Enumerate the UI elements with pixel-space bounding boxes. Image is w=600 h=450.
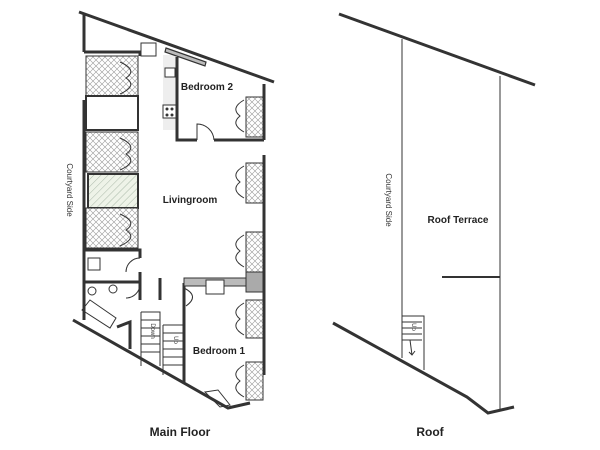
room-label-livingroom: Livingroom <box>163 195 218 206</box>
roof-stairs-up-label: Up <box>410 323 416 331</box>
kitchen <box>162 55 177 130</box>
roof-wall-bottom <box>332 321 515 415</box>
right-closets <box>235 96 264 401</box>
main-floor-plan: Down Up Bedroom 2 Livingroom Bedroom 1 C… <box>65 10 275 439</box>
sink-icon <box>164 67 176 78</box>
stairs-up-label: Up <box>172 336 178 344</box>
courtyard-side-label: Courtyard Side <box>65 163 74 217</box>
roof-plan: Up Courtyard Side Roof Terrace Roof <box>332 12 536 439</box>
bedroom1-walls <box>182 280 246 382</box>
stove-icon <box>162 104 177 119</box>
main-floor-caption: Main Floor <box>150 425 211 439</box>
window <box>164 47 207 67</box>
room-label-bedroom1: Bedroom 1 <box>193 346 246 357</box>
stairs: Down Up <box>140 278 185 383</box>
roof-courtyard-side-label: Courtyard Side <box>384 173 393 227</box>
stairs-down-label: Down <box>149 323 155 338</box>
sink-icon <box>108 284 118 294</box>
roof-wall-top <box>338 12 536 87</box>
roof-terrace-label: Roof Terrace <box>428 215 489 226</box>
toilet-icon <box>87 286 97 296</box>
roof-caption: Roof <box>416 425 444 439</box>
bathroom <box>81 248 142 349</box>
outer-wall-bottom <box>72 318 251 410</box>
wardrobe <box>205 279 225 295</box>
storage-box <box>140 42 157 57</box>
left-closets <box>84 50 142 249</box>
roof-stairs: Up <box>402 315 425 370</box>
outer-wall-top <box>78 10 275 84</box>
room-label-bedroom2: Bedroom 2 <box>181 82 234 93</box>
bedroom2-walls <box>175 57 264 142</box>
